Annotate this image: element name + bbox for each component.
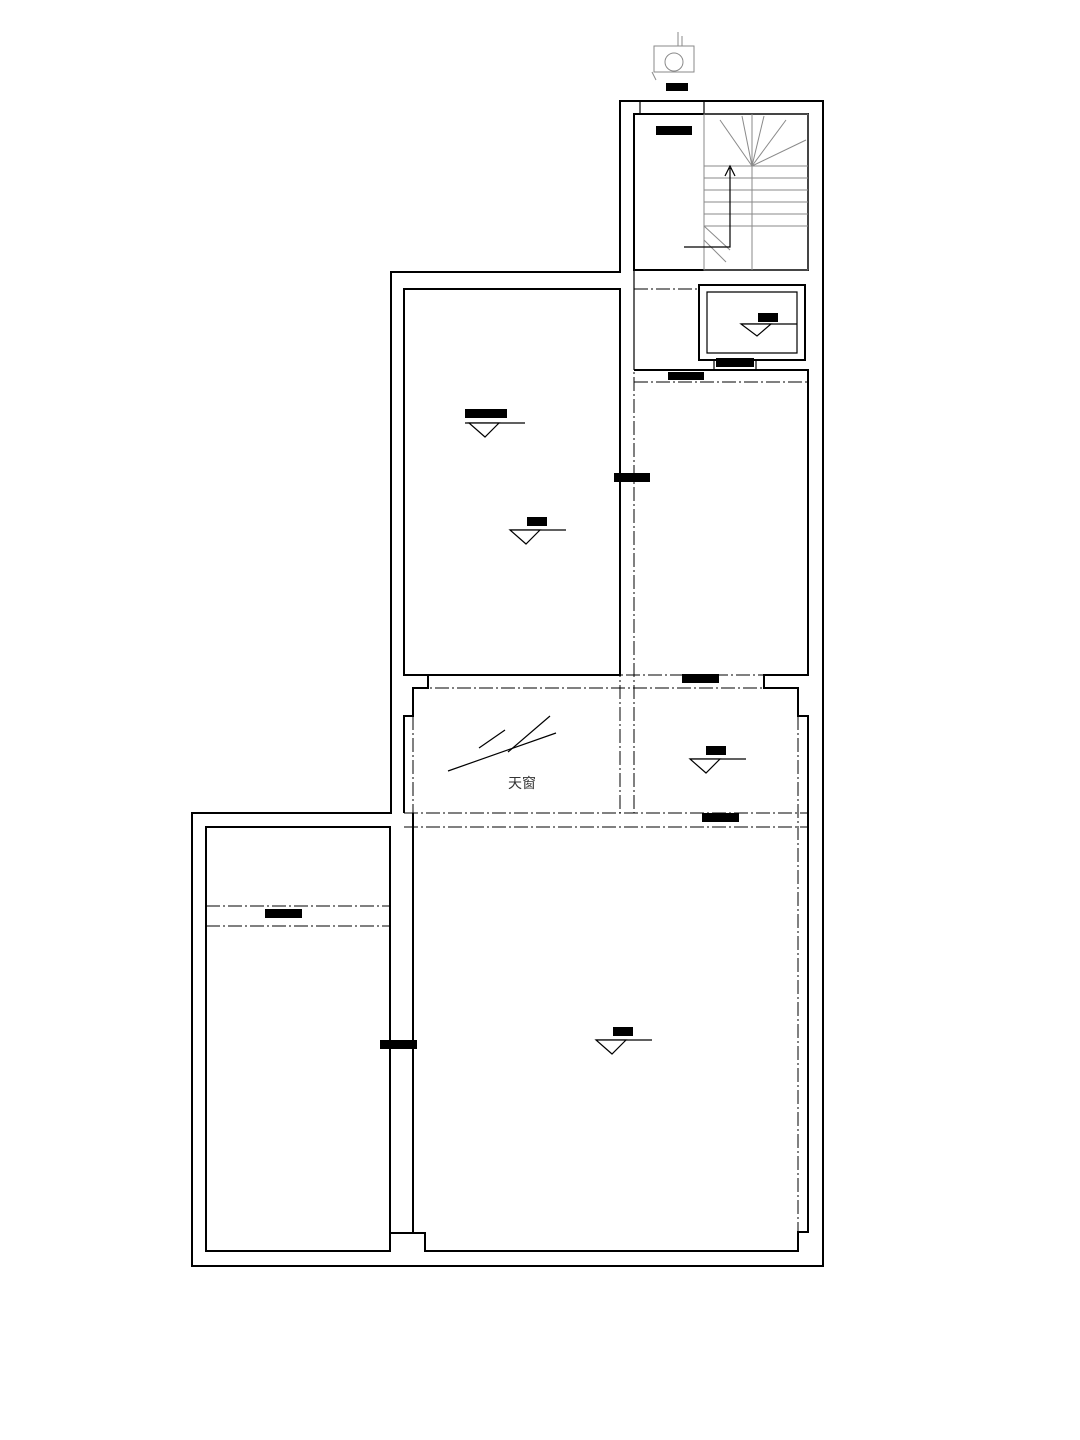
room-tag: [666, 83, 688, 91]
interior-wall: [205, 826, 391, 1252]
level-triangle-icon: [594, 1027, 652, 1055]
room-tag: [614, 473, 650, 482]
bathroom-wall: [698, 284, 806, 361]
room-tag: [682, 674, 719, 683]
room-tag: [265, 909, 302, 918]
beam-lines: [206, 269, 808, 1233]
stair-arrow: [684, 164, 736, 248]
room-tag: [716, 358, 754, 367]
skylight-label: 天窗: [508, 775, 536, 792]
interior-wall: [403, 674, 450, 813]
interior-wall: [412, 369, 809, 1252]
exterior-wall-outer: [191, 100, 824, 1267]
room-tag: [380, 1040, 417, 1049]
room-tag: [702, 813, 739, 822]
level-triangle-icon: [739, 313, 797, 337]
bathroom-wall: [706, 291, 798, 354]
compass-icon: [651, 32, 695, 81]
staircase: [703, 113, 809, 271]
room-tag: [656, 126, 692, 135]
interior-wall: [403, 288, 621, 676]
skylight-symbol: [447, 715, 557, 772]
level-triangle-icon: [465, 409, 525, 438]
room-tag: [668, 372, 704, 380]
level-triangle-icon: [508, 517, 566, 545]
level-triangle-icon: [688, 746, 746, 774]
